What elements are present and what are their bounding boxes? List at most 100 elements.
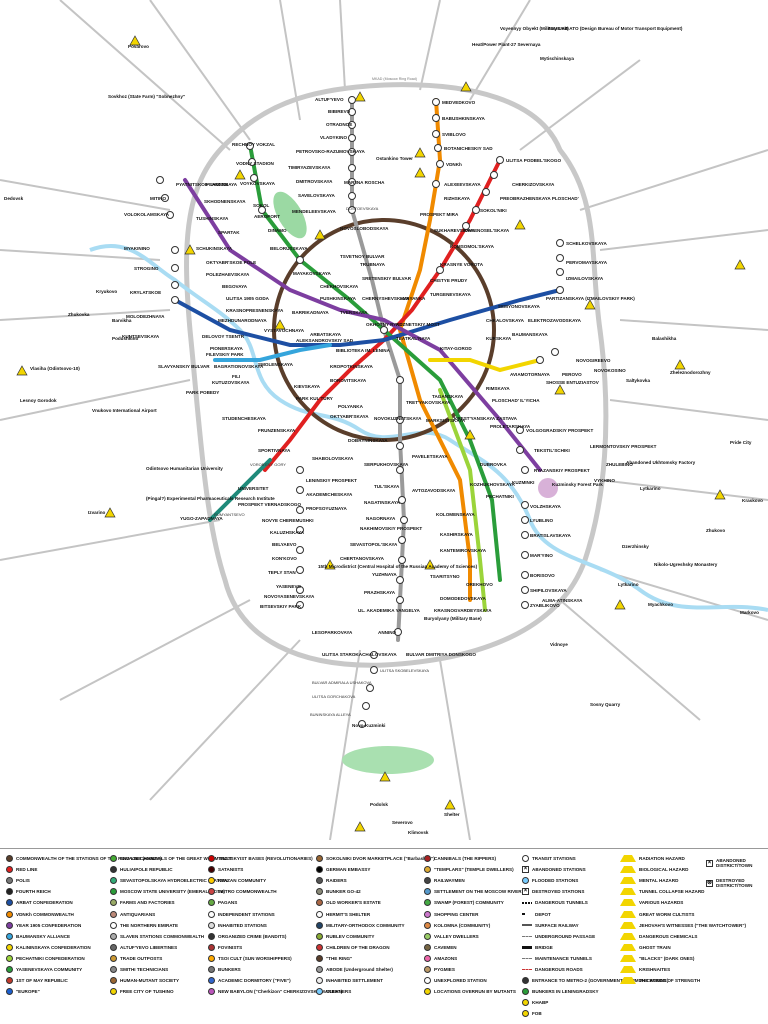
label-chertanovskaya: CHERTANOVSKAYA (340, 556, 385, 561)
label-markovo: Markovo (740, 610, 759, 615)
label-taganskaya: TAGANSKAYA (432, 394, 464, 399)
label-rimskaya: RIMSKAYA (486, 386, 510, 391)
label-vlasiha: Vlasiha (Odintsovo-10) (30, 366, 80, 371)
legend-label: GREAT WORM CULTISTS (639, 911, 695, 917)
legend-label: KALININSKAYA CONFEDERATION (16, 944, 91, 950)
label-tverskaya: TVERSKAYA (340, 310, 368, 315)
legend-label: PECHATNIKI CONFEDERATION (16, 955, 85, 961)
legend-label: RAIDERS (326, 878, 347, 884)
legend-label: AMAZONS (434, 955, 458, 961)
label-krasnye-vorota: KRASNYE VOROTA (440, 262, 484, 267)
label-vystavochnaya: VYSTAVOCHNAYA (264, 328, 305, 333)
legend-label: JEHOVAH'S WITNESSES ("THE WATCHTOWER") (639, 922, 747, 928)
label-izmailovskaya: IZMAILOVSKAYA (566, 276, 604, 281)
mental-hazard-icon (620, 877, 636, 885)
legend-label: SOKOLNIKI DVOR MARKETPLACE ("Barbashka") (326, 856, 435, 862)
label-filevsky: FILEVSKIY PARK (206, 352, 244, 357)
label-tsaritsyno: TSARITSYNO (430, 574, 460, 579)
legend-col-infrastructure: TRANSIT STATIONS ×ABANDONED STATIONS FLO… (522, 855, 669, 1018)
label-izvarino: Izvarino (88, 510, 106, 515)
label-medvedkovo: MEDVEDKOVO (442, 100, 476, 105)
label-mitino: MITINO (150, 196, 167, 201)
label-skhodnenskaya: SKHODNENSKAYA (204, 199, 246, 204)
label-lermontovsky: LERMONTOVSKIY PROSPEKT (590, 444, 657, 449)
label-sportivnaya: SPORTIVNAYA (258, 448, 291, 453)
label-nova-kuzminki: Novo-Kuzminki (352, 723, 385, 728)
label-cherkizovskaya: CHERKIZOVSKAYA (512, 182, 555, 187)
label-volokolamskaya: VOLOKOLAMSKAYA (124, 212, 170, 217)
park-kuzminki (538, 478, 558, 498)
label-mytishchi: Mytischinskaya (540, 56, 574, 61)
label-lesnoy: Lesnoy Gorodok (20, 398, 57, 403)
label-akademika-yangelya: UL. AKADEMIKA YANGELYA (358, 608, 421, 613)
place-labels: Povarovo Sovkhoz (State Farm) "Sobnezhny… (4, 26, 763, 835)
label-rumyantsevo: RUMYANTSEVO (214, 512, 245, 517)
station-labels: ALTUF'YEVO BIBIREVO OTRADNOE VLADYKINO P… (122, 97, 657, 717)
legend-label: HERMIT'S SHELTER (326, 911, 371, 917)
label-aleksandrovsky: ALEKSANDROVSKIY SAD (296, 338, 354, 343)
label-dostoevskaya: DOSTOEVSKAYA (346, 206, 379, 211)
label-schelkovskaya: SCHELKOVSKAYA (566, 241, 607, 246)
label-sevastopolskaya: SEVASTOPOL'SKAYA (350, 542, 398, 547)
legend-label: FREE CITY OF TUSHINO (120, 989, 174, 995)
highways (0, 0, 768, 840)
label-petrovsko: PETROVSKO-RAZUMOVSKAYA (296, 149, 366, 154)
legend-label: FARMS AND FACTORIES (120, 900, 175, 906)
legend-label: TROTSKYIST BASES (REVOLUTIONARIES) (218, 856, 313, 862)
label-maryino: MAR'YINO (530, 553, 553, 558)
label-dmitriya-donskogo: BULVAR DMITRIYA DONSKOGO (406, 652, 476, 657)
legend-label: YASENEVSKAYA COMMUNITY (16, 966, 83, 972)
label-dedovsk: Dedovsk (4, 196, 24, 201)
label-novoyasenevskaya: NOVOYASENEVSKAYA (264, 594, 315, 599)
destroyed-district-icon: ⊗ (706, 879, 713, 887)
legend-label: VALLEY DWELLERS (434, 933, 479, 939)
label-rizhskaya: RIZHSKAYA (444, 196, 471, 201)
label-nikolo: Nikolo-Ugreshsky Monastery (654, 562, 718, 567)
label-biblioteka: BIBLIOTEKA IM. LENINA (336, 348, 391, 353)
label-planernaya: PLANERNAYA (206, 182, 238, 187)
label-vnukovo: Vnukovo International Airport (92, 408, 157, 413)
label-central-hospital: 15th Microdistrict (Central Hospital of … (318, 564, 478, 569)
metro-map: ALTUF'YEVO BIBIREVO OTRADNOE VLADYKINO P… (0, 0, 768, 840)
label-konkovo: KON'KOVO (272, 556, 297, 561)
label-barrikadnaya: BARRIKADNAYA (292, 310, 329, 315)
label-vorobyovy: VOROB'EVY GORY (250, 462, 286, 467)
label-arbatskaya: ARBATSKAYA (310, 332, 342, 337)
label-novokuznetskaya: NOVOKUZNETSKAYA (374, 416, 422, 421)
label-annino: ANNINO (378, 630, 397, 635)
legend-label: SURFACE RAILWAY (535, 922, 579, 928)
label-vidnoye: Vidnoye (550, 642, 568, 647)
label-partizanskaya: PARTIZANSKAYA (IZMAILOVSKIY PARK) (546, 296, 635, 301)
legend-label: UNEXPLORED STATION (434, 978, 487, 984)
label-molodezhnaya: MOLODEZHNAYA (126, 314, 165, 319)
legend-col-cults: TROTSKYIST BASES (REVOLUTIONARIES) SATAN… (208, 853, 342, 997)
legend-label: SETTLEMENT ON THE MOSCOW RIVER (434, 889, 522, 895)
label-krestyanskaya: KREST'YANSKAYA ZASTAVA (454, 416, 518, 421)
label-avtozavodskaya: AVTOZAVODSKAYA (412, 488, 456, 493)
label-burpolyany: Buryolyany (Military Base) (424, 616, 482, 621)
label-alexeevskaya: ALEXEEVSKAYA (444, 182, 481, 187)
legend-label: METRO COMMONWEALTH (218, 889, 277, 895)
legend-label: KRISHNAITES (639, 966, 671, 972)
legend-label: KHABP (532, 1000, 549, 1006)
label-leninsky: LENINSKIY PROSPEKT (306, 478, 357, 483)
label-podolsk: Podolsk (370, 802, 388, 807)
label-novye-cheremushki: NOVYE CHEREMUSHKI (262, 518, 314, 523)
legend-label: YEAR 1905 CONFEDERATION (16, 922, 82, 928)
ghost-train-icon (620, 943, 636, 951)
label-tekstilschiki: TEKSTIL'SCHIKI (534, 448, 570, 453)
label-pride-city: Pride City (730, 440, 752, 445)
label-severovo: Severovo (392, 820, 413, 825)
legend-label: SEVASTOPOLSKAYA HYDROELECTRIC STATION (120, 878, 228, 884)
legend-label: VDNKh COMMONWEALTH (16, 911, 74, 917)
worm-icon (620, 910, 636, 918)
legend-label: "TEMPLARS" (TEMPLE DWELLERS) (434, 867, 514, 873)
label-sretensky: SRETENSKIY BULVAR (362, 276, 412, 281)
legend-label: INHABITED STATIONS (218, 922, 267, 928)
label-oktyabrskaya: OKTYABR'SKAYA (330, 414, 369, 419)
label-vodny: VODNY STADION (236, 161, 275, 166)
legend-label: BIOLOGICAL HAZARD (639, 867, 689, 873)
label-polezhaevskaya: POLEZHAEVSKAYA (206, 272, 250, 277)
label-skobelevskaya: ULITSA SKOBELEVSKAYA (380, 668, 429, 673)
label-akademicheskaya: AKADEMICHESKAYA (306, 492, 353, 497)
